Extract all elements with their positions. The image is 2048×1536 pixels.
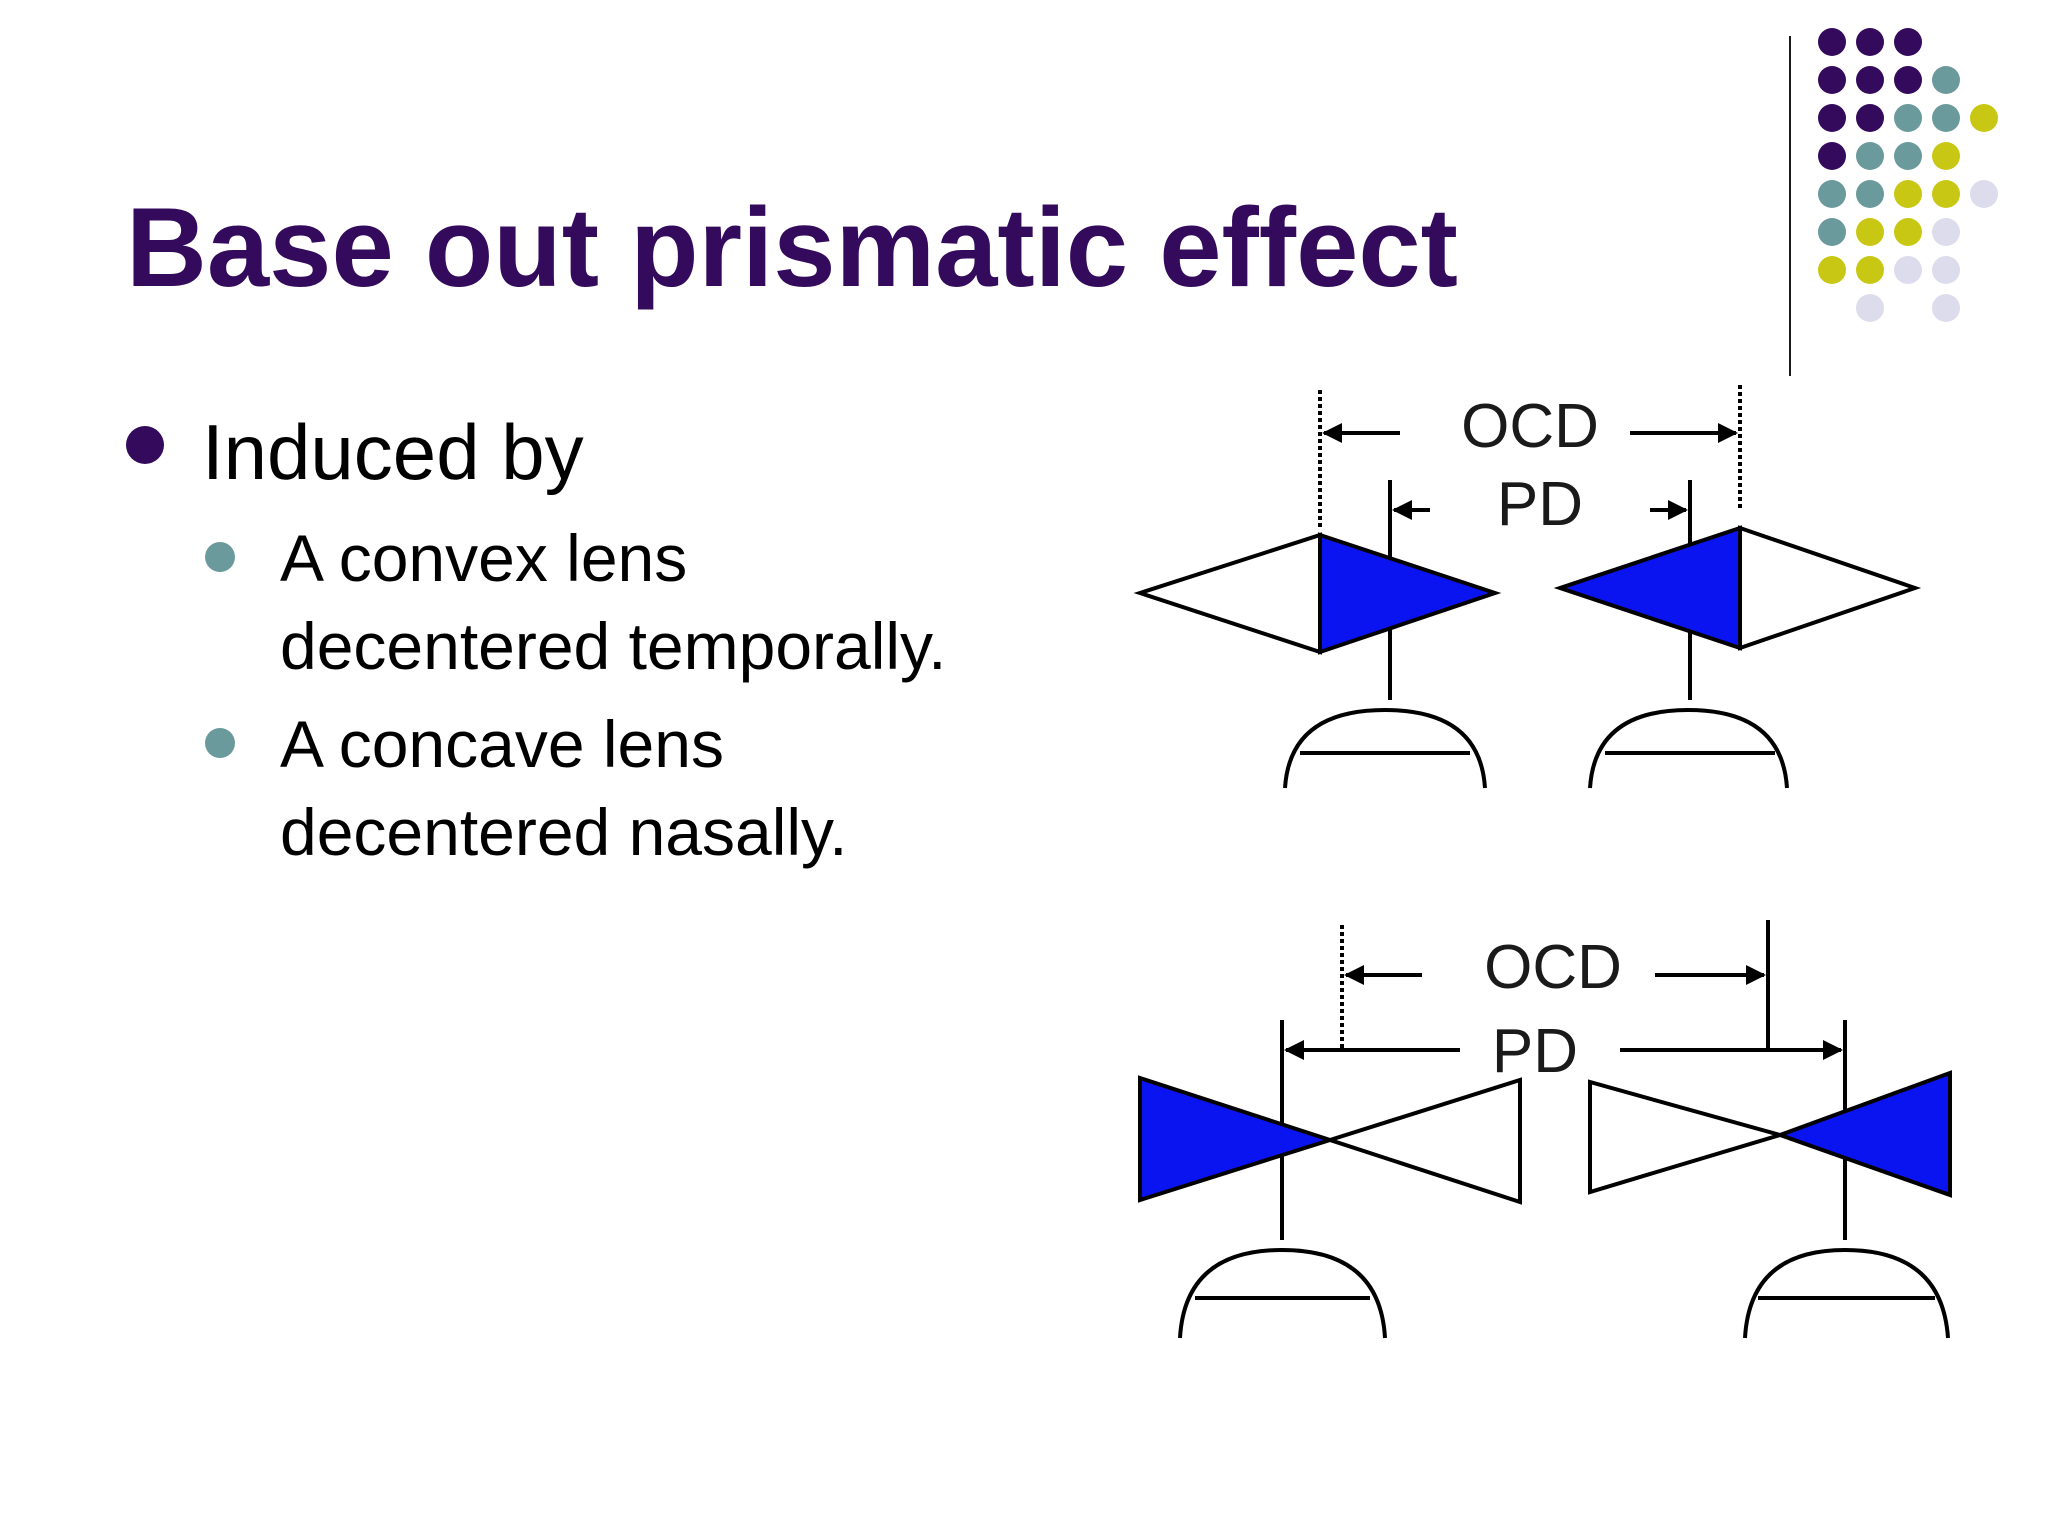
- prism-shape: [1323, 1077, 1522, 1205]
- decorative-dot: [1894, 28, 1922, 56]
- sub-bullet-line: decentered temporally.: [280, 609, 947, 683]
- decorative-dot: [1818, 104, 1846, 132]
- prism-shape: [1774, 1070, 1952, 1198]
- decorative-dot: [1932, 142, 1960, 170]
- eye-shape: [1588, 707, 1789, 789]
- dot-grid-decoration: [1818, 28, 2038, 338]
- decorative-dot: [1856, 28, 1884, 56]
- decorative-dot: [1856, 180, 1884, 208]
- prism-shape: [1138, 1075, 1337, 1203]
- round-bullet-icon: [205, 728, 235, 758]
- decorative-dot: [1856, 142, 1884, 170]
- convex-lens-diagram: [1133, 385, 1922, 789]
- decorative-dot: [1894, 104, 1922, 132]
- decorative-dot: [1818, 66, 1846, 94]
- eye-shape: [1743, 1247, 1950, 1339]
- ocd-label: OCD: [1461, 392, 1599, 461]
- prism-shape: [1588, 1079, 1788, 1195]
- decorative-dot: [1818, 218, 1846, 246]
- decorative-dot: [1932, 66, 1960, 94]
- prism-shape: [1318, 532, 1502, 655]
- eye-shape: [1178, 1247, 1387, 1339]
- decorative-dot: [1856, 218, 1884, 246]
- sub-bullet-concave-lens: A concave lens decentered nasally.: [120, 700, 1080, 876]
- prism-shape: [1553, 525, 1742, 651]
- ocd-label: OCD: [1484, 933, 1622, 1002]
- sub-bullet-line: A concave lens: [280, 707, 724, 781]
- sub-bullet-line: decentered nasally.: [280, 795, 848, 869]
- decorative-dot: [1856, 294, 1884, 322]
- decorative-dot: [1894, 218, 1922, 246]
- decorative-dot: [1932, 256, 1960, 284]
- decorative-dot: [1970, 104, 1998, 132]
- decorative-dot: [1894, 66, 1922, 94]
- decorative-dot: [1818, 142, 1846, 170]
- prism-diagram: OCD PD O: [1133, 385, 1952, 1339]
- decorative-dot: [1856, 66, 1884, 94]
- prism-shape: [1133, 532, 1322, 655]
- decorative-dot: [1818, 180, 1846, 208]
- decorative-dot: [1932, 294, 1960, 322]
- sub-bullet-convex-lens: A convex lens decentered temporally.: [120, 514, 1080, 690]
- decorative-dot: [1818, 28, 1846, 56]
- pd-label: PD: [1492, 1017, 1578, 1086]
- bullet-item-induced-by: Induced by: [120, 400, 1080, 504]
- round-bullet-icon: [126, 426, 164, 464]
- pd-label: PD: [1497, 470, 1583, 539]
- decorative-dot: [1894, 256, 1922, 284]
- decorative-dot: [1856, 104, 1884, 132]
- title-divider-line: [1789, 36, 1791, 376]
- decorative-dot: [1856, 256, 1884, 284]
- decorative-dot: [1932, 218, 1960, 246]
- decorative-dot: [1932, 180, 1960, 208]
- decorative-dot: [1932, 104, 1960, 132]
- round-bullet-icon: [205, 542, 235, 572]
- eye-shape: [1283, 707, 1487, 789]
- decorative-dot: [1818, 256, 1846, 284]
- decorative-dot: [1894, 180, 1922, 208]
- concave-lens-diagram: [1138, 920, 1952, 1339]
- bullet-text: Induced by: [202, 408, 584, 496]
- decorative-dot: [1894, 142, 1922, 170]
- sub-bullet-line: A convex lens: [280, 521, 688, 595]
- bullet-list: Induced by A convex lens decentered temp…: [120, 400, 1080, 876]
- slide-title: Base out prismatic effect: [126, 185, 1458, 310]
- prism-shape: [1738, 525, 1922, 651]
- decorative-dot: [1970, 180, 1998, 208]
